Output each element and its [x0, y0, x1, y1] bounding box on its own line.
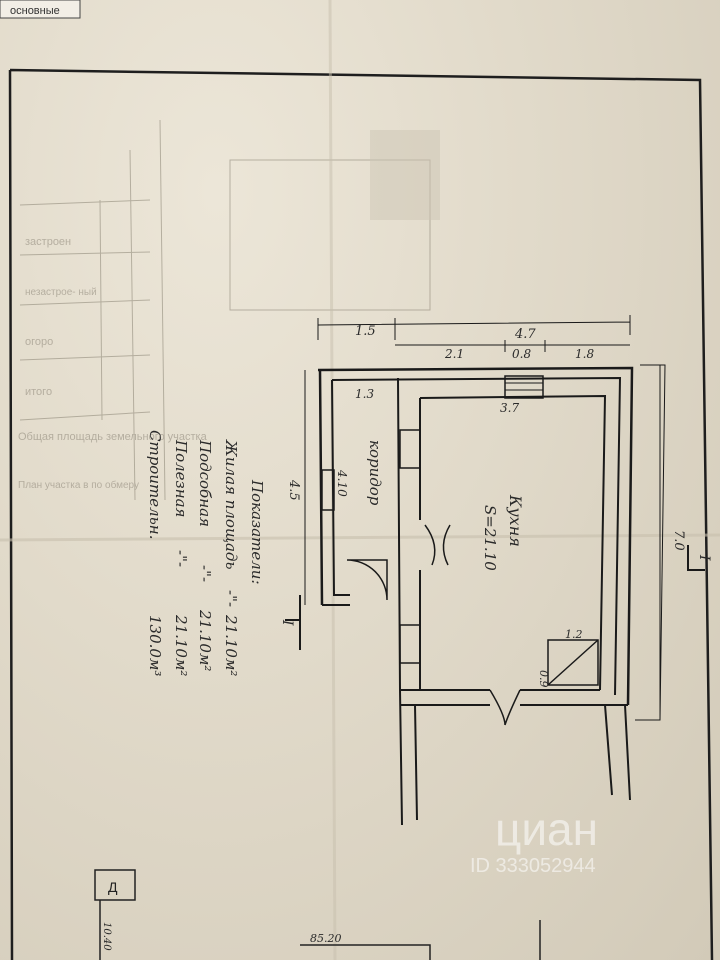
dim-right-side: 7.0 — [671, 530, 686, 551]
dim-segment-3: 1.8 — [575, 347, 594, 361]
bottom-line — [300, 920, 541, 960]
indicator-row-2-ditto: -"- — [196, 565, 214, 582]
form-total-area: Общая площадь земельного участка — [18, 431, 208, 443]
dim-top-left: 1.5 — [355, 324, 376, 339]
indicator-row-1-value: 21.10м² — [222, 614, 240, 676]
indicators-block: Показатели: Жилая площадь -"- 21.10м² По… — [146, 430, 266, 676]
bottom-number-2: 10.40 — [101, 922, 112, 951]
indicator-row-1-label: Жилая площадь — [222, 439, 240, 570]
form-cell-4: итого — [25, 386, 52, 398]
dim-corridor-inner: 1.3 — [355, 387, 374, 401]
kitchen-area: S=21.10 — [481, 505, 499, 571]
dim-left-side: 4.5 — [286, 479, 301, 501]
sheet-border — [8, 68, 714, 960]
header-tab — [0, 0, 81, 19]
plan-labels: 1.5 4.7 2.1 0.8 1.8 1.3 3.7 1.2 0.9 7.0 … — [279, 324, 712, 688]
indicator-row-1-ditto: -"- — [222, 590, 240, 607]
section-mark-top: I — [696, 554, 712, 561]
corner-box — [94, 869, 136, 901]
indicators-title: Показатели: — [248, 479, 266, 585]
form-cell-2: незастрое- ный — [25, 287, 97, 298]
indicator-row-3-label: Полезная — [172, 439, 190, 517]
indicator-row-2-value: 21.10м² — [196, 609, 214, 671]
watermark-brand: циан — [495, 803, 598, 855]
dim-segment-2: 0.8 — [512, 347, 531, 361]
corner-letter: Д — [108, 879, 118, 895]
fold-line — [0, 533, 720, 542]
section-arrow-icon — [687, 545, 705, 571]
indicator-row-3-ditto: -"- — [172, 550, 190, 567]
header-tab-label: основные — [10, 5, 60, 17]
dim-stair-w: 1.2 — [565, 628, 583, 641]
indicator-row-2-label: Подсобная — [196, 439, 214, 527]
form-cell-3: огоро — [25, 336, 53, 348]
kitchen-name: Кухня — [506, 494, 525, 547]
dim-kitchen-width: 3.7 — [500, 401, 519, 415]
indicator-row-4-label: Строительн. — [146, 430, 164, 539]
section-mark-bottom: I — [279, 619, 295, 626]
dim-top-total: 4.7 — [514, 327, 536, 342]
dim-corridor-length: 4.10 — [335, 469, 349, 497]
floor-plan — [304, 315, 666, 826]
dim-segment-1: 2.1 — [444, 347, 464, 361]
indicator-row-4-value: 130.0м³ — [146, 615, 164, 676]
background-form: застроен незастрое- ный огоро итого Обща… — [18, 119, 440, 501]
section-arrow-icon — [285, 595, 301, 650]
bottom-number-1: 85.20 — [310, 932, 342, 945]
form-footnote: План участка в по обмеру — [18, 479, 139, 491]
watermark-id: ID 333052944 — [470, 855, 596, 877]
watermark: циан ID 333052944 — [470, 803, 598, 877]
dim-stair-h: 0.9 — [537, 670, 550, 688]
indicator-row-3-value: 21.10м² — [172, 614, 190, 676]
form-cell-1: застроен — [25, 236, 71, 248]
corridor-name: коридор — [366, 440, 384, 506]
